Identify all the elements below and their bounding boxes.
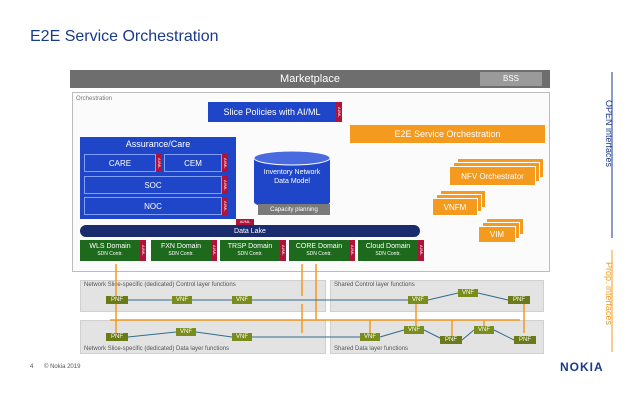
marketplace-bar: Marketplace — [70, 70, 550, 88]
domain-fxn: FXN Domain SDN Contr. — [151, 240, 211, 261]
control-vnf-2: VNF — [232, 296, 252, 304]
domain-core: CORE Domain SDN Contr. — [289, 240, 349, 261]
soc-box: SOC — [84, 176, 222, 194]
domain-name: TRSP Domain — [227, 243, 273, 250]
data-shared-vnf-1: VNF — [360, 333, 380, 341]
control-shared-label: Shared Control layer functions — [334, 282, 415, 288]
control-slice-label: Network Slice-specific (dedicated) Contr… — [84, 282, 236, 288]
domain-wls: WLS Domain SDN Contr. — [80, 240, 140, 261]
slice-policies-box: Slice Policies with AI/ML — [208, 102, 336, 122]
page-title: E2E Service Orchestration — [30, 28, 219, 45]
control-shared-vnf-2: VNF — [458, 289, 478, 297]
domain-sub: SDN Contr. — [237, 251, 263, 257]
domain-name: WLS Domain — [89, 243, 131, 250]
cem-box: CEM — [164, 154, 222, 172]
core-aiml-tag: AI/ML — [349, 240, 355, 261]
domain-sub: SDN Contr. — [168, 251, 194, 257]
nfv-orchestrator-box: NFV Orchestrator — [449, 166, 536, 186]
domain-sub: SDN Contr. — [306, 251, 332, 257]
data-vnf-2: VNF — [232, 333, 252, 341]
bss-box: BSS — [480, 72, 542, 86]
data-shared-label: Shared Data layer functions — [334, 346, 409, 352]
domain-sub: SDN Contr. — [375, 251, 401, 257]
copyright: © Nokia 2019 — [44, 364, 81, 370]
data-lake-bar: Data Lake — [80, 225, 420, 237]
control-shared-layer — [330, 280, 544, 312]
slice-aiml-tag: AI/ML — [336, 102, 342, 122]
e2e-orchestration-bar: E2E Service Orchestration — [350, 125, 545, 143]
orchestration-label: Orchestration — [76, 96, 113, 102]
domain-name: FXN Domain — [160, 243, 202, 250]
soc-aiml-tag: AI/ML — [222, 176, 228, 194]
fxn-aiml-tag: AI/ML — [211, 240, 217, 261]
cem-aiml-tag: AI/ML — [222, 154, 228, 172]
open-interfaces-label: OPEN interfaces — [604, 100, 614, 168]
data-shared-pnf-2: PNF — [514, 336, 536, 344]
domain-name: CORE Domain — [295, 243, 343, 250]
data-shared-vnf-3: VNF — [474, 326, 494, 334]
trsp-aiml-tag: AI/ML — [280, 240, 286, 261]
domain-cloud: Cloud Domain SDN Contr. — [358, 240, 418, 261]
domain-trsp: TRSP Domain SDN Contr. — [220, 240, 280, 261]
noc-box: NOC — [84, 197, 222, 215]
inventory-label: Inventory Network Data Model — [263, 169, 321, 185]
prop-interfaces-label: Prop. interfaces — [604, 262, 614, 326]
vnfm-box: VNFM — [432, 198, 478, 216]
wls-aiml-tag: AI/ML — [140, 240, 146, 261]
data-slice-label: Network Slice-specific (dedicated) Data … — [84, 346, 230, 352]
noc-aiml-tag: AI/ML — [222, 197, 228, 215]
vim-box: VIM — [478, 226, 516, 243]
capacity-planning-box: Capacity planning — [258, 204, 330, 215]
data-vnf-1: VNF — [176, 328, 196, 336]
page-number: 4 — [30, 364, 34, 370]
domain-name: Cloud Domain — [365, 243, 411, 250]
domain-sub: SDN Contr. — [97, 251, 123, 257]
control-vnf-1: VNF — [172, 296, 192, 304]
cloud-aiml-tag: AI/ML — [418, 240, 424, 261]
assurance-care-label: Assurance/Care — [125, 139, 191, 149]
control-pnf-1: PNF — [106, 296, 128, 304]
data-pnf-1: PNF — [106, 333, 128, 341]
data-shared-pnf-1: PNF — [440, 336, 462, 344]
data-shared-vnf-2: VNF — [404, 326, 424, 334]
nokia-logo: NOKIA — [560, 360, 604, 374]
inventory-database-icon — [253, 150, 331, 209]
control-shared-vnf-1: VNF — [408, 296, 428, 304]
care-aiml-tag: AI/ML — [156, 154, 162, 172]
control-shared-pnf-1: PNF — [508, 296, 530, 304]
care-box: CARE — [84, 154, 156, 172]
data-lake-aiml-tag: AI/ML — [236, 219, 254, 225]
